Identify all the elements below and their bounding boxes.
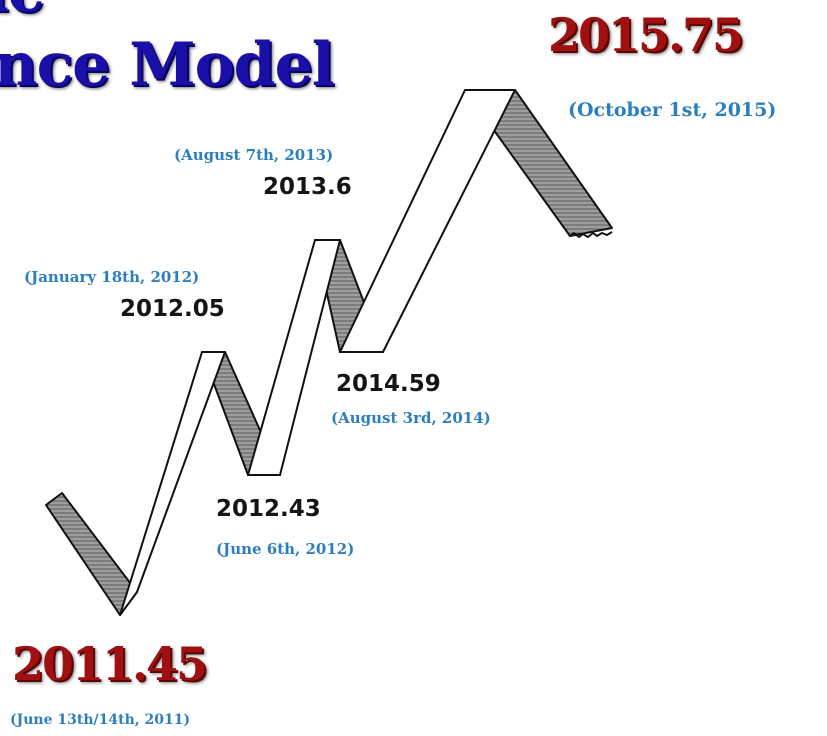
turning-point-date-2011: (June 13th/14th, 2011) [10,712,191,728]
ribbon-white-segment [247,239,341,476]
turning-point-date-2012-jun: (June 6th, 2012) [216,540,355,558]
turning-point-date-2013: (August 7th, 2013) [174,146,334,164]
ribbon-path [45,89,613,616]
diagram-title-line1: ic [0,0,44,26]
turning-point-value-2012-jan: 2012.05 [120,296,225,322]
ribbon-white-segment [119,351,226,616]
turning-point-value-2013: 2013.6 [263,174,352,200]
diagram-title-line2: nce Model [0,30,335,100]
turning-point-value-2014: 2014.59 [336,371,441,397]
turning-point-date-2012-jan: (January 18th, 2012) [24,268,200,286]
ribbon-shaded-segment [45,492,138,616]
turning-point-value-2011: 2011.45 [12,637,208,691]
turning-point-date-2014: (August 3rd, 2014) [331,409,491,427]
ribbon-torn-edge [569,231,613,238]
turning-point-date-2015: (October 1st, 2015) [568,99,777,121]
ribbon-white-segment [339,89,516,353]
turning-point-value-2015: 2015.75 [548,8,744,62]
turning-point-value-2012-jun: 2012.43 [216,496,321,522]
